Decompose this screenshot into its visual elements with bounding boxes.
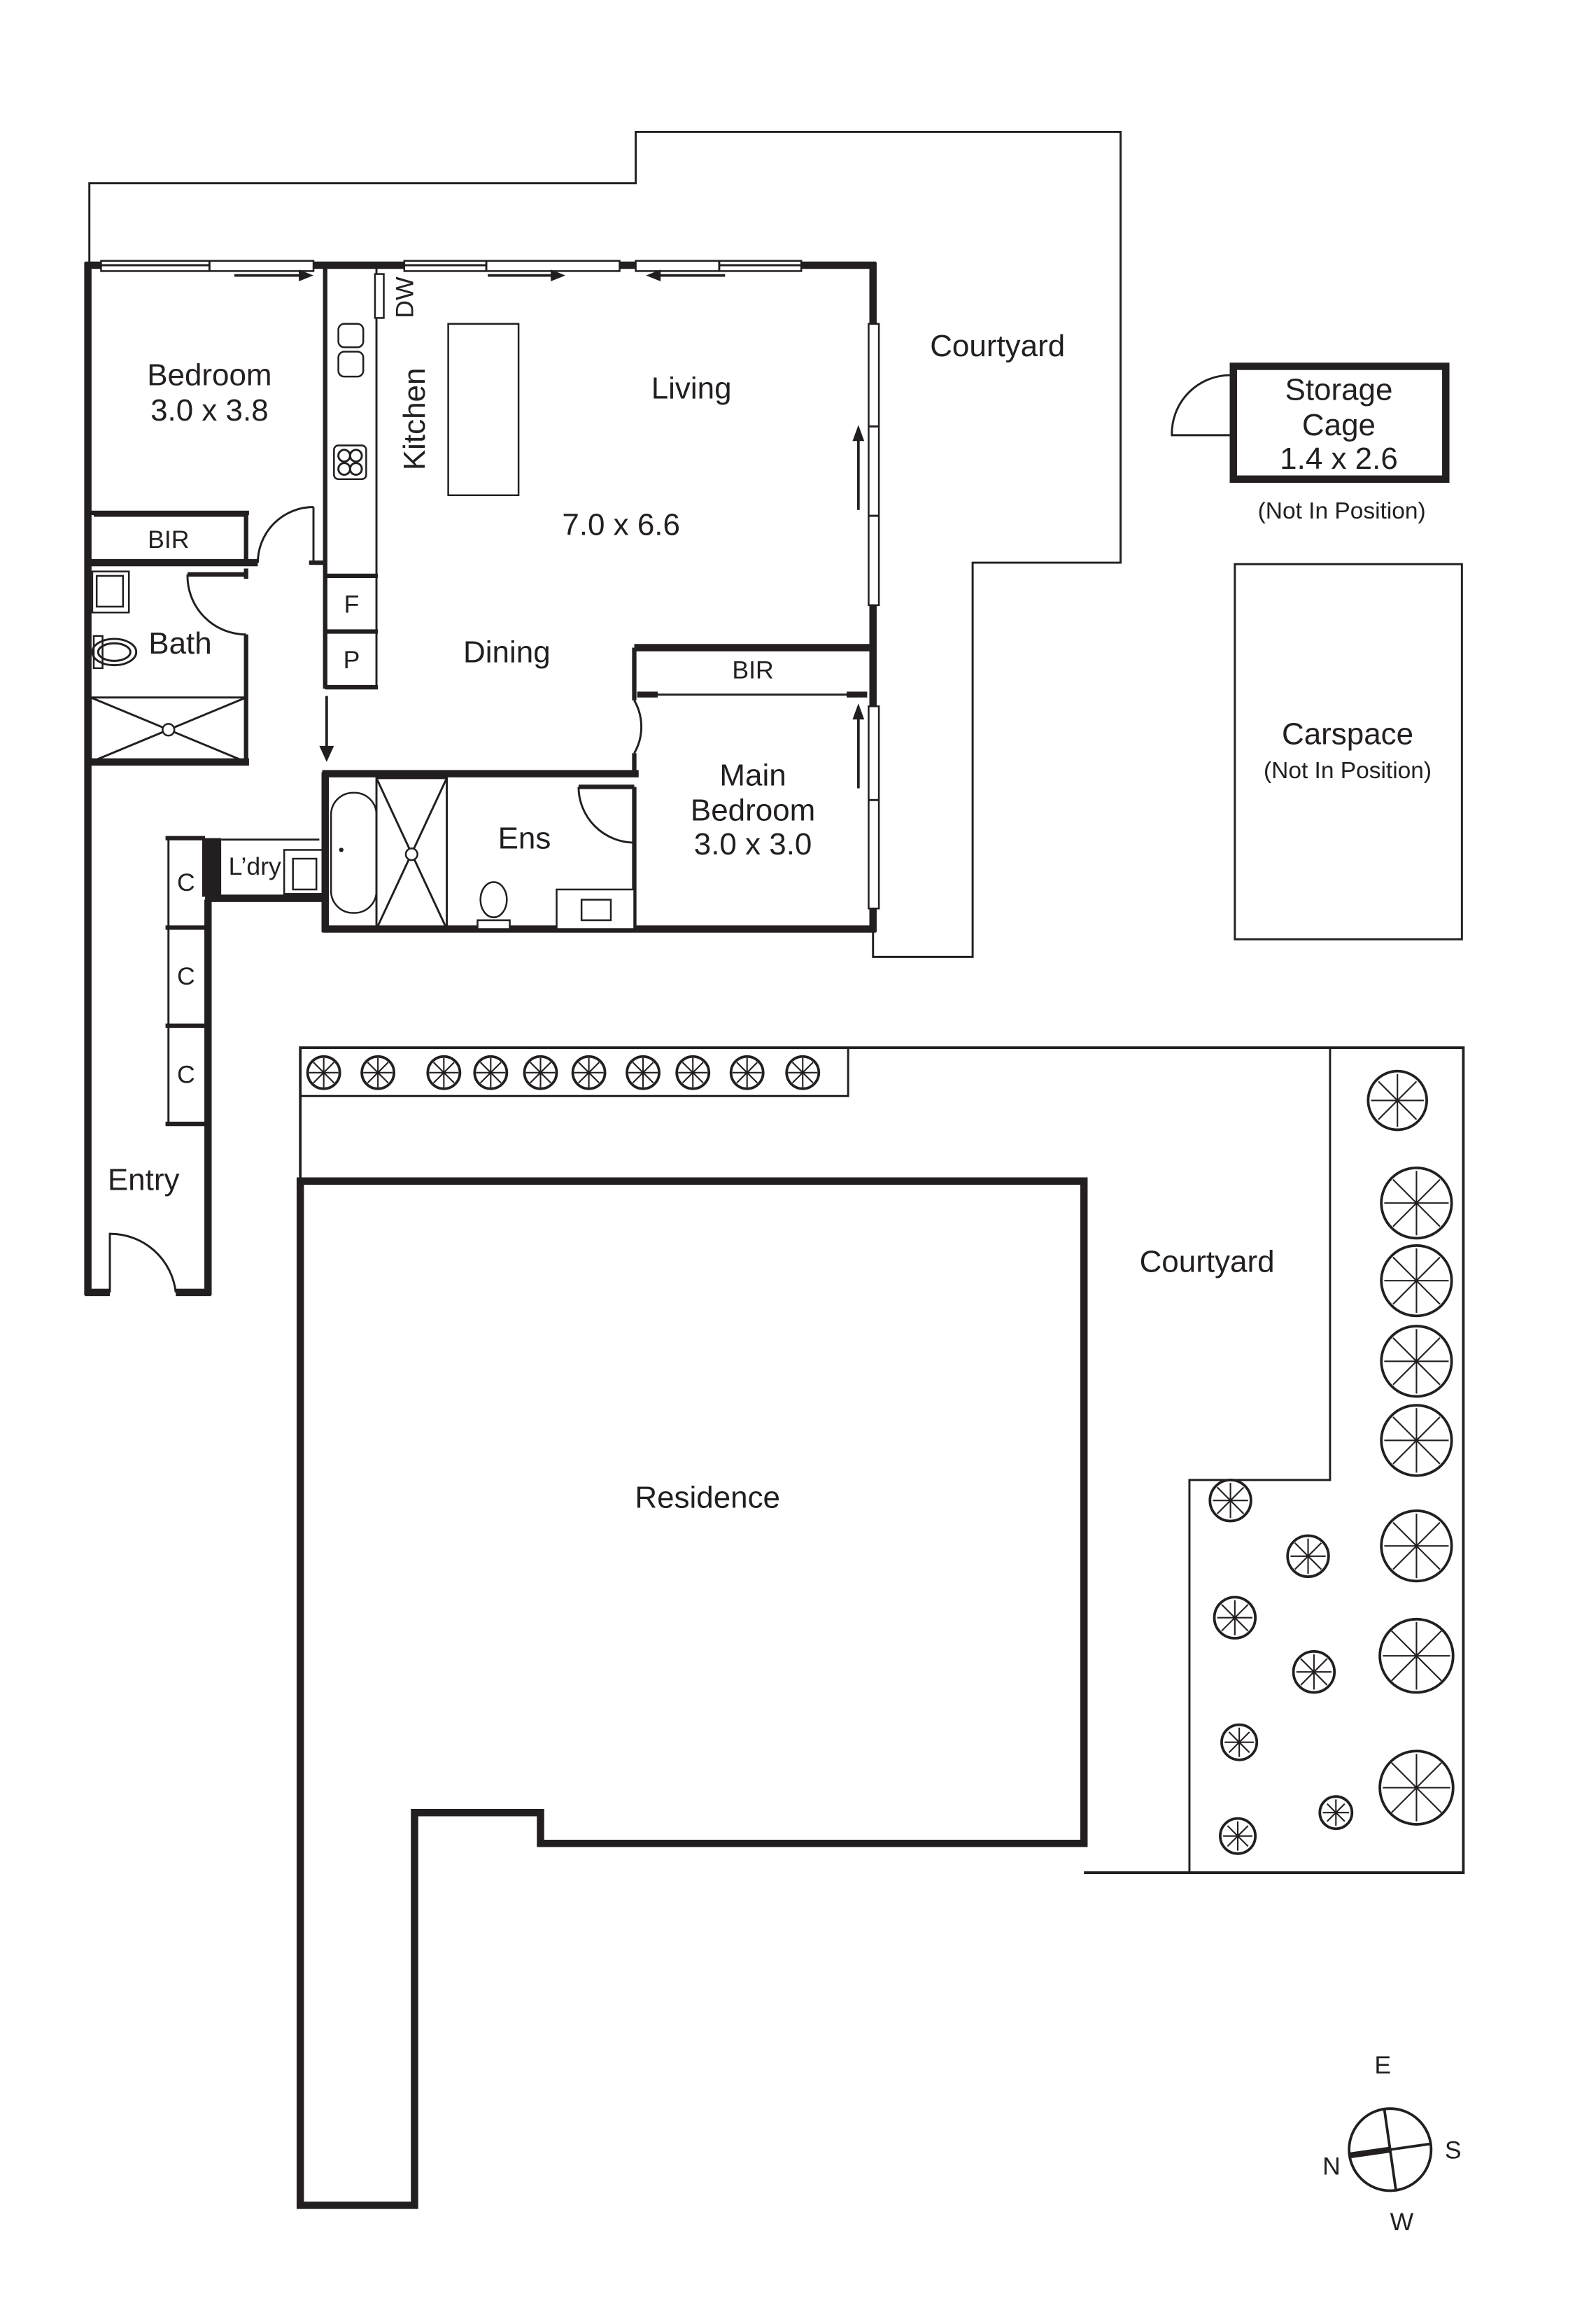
tree-icon xyxy=(306,1055,1455,1855)
dishwasher-label: DW xyxy=(390,276,418,318)
fridge-label: F xyxy=(344,590,360,618)
dishwasher-icon xyxy=(374,273,385,319)
sink-icon xyxy=(337,351,365,378)
courtyard-upper-outline xyxy=(88,130,1122,958)
compass-west: W xyxy=(1390,2208,1414,2236)
main-bedroom-label-2: Bedroom xyxy=(691,794,815,828)
bath-label: Bath xyxy=(148,626,211,661)
compass-icon: E S N W xyxy=(1322,2051,1461,2236)
toilet-icon xyxy=(479,881,508,919)
bedroom-bir-label: BIR xyxy=(148,526,189,554)
dining-label: Dining xyxy=(463,635,551,669)
trees xyxy=(306,1055,1455,1855)
main-bedroom-label-1: Main xyxy=(719,758,786,792)
carspace xyxy=(1234,563,1463,941)
room-labels: Bedroom 3.0 x 3.8 BIR Bath Kitchen DW F … xyxy=(108,276,1432,1515)
compass-north: N xyxy=(1322,2152,1341,2180)
main-bedroom-size: 3.0 x 3.0 xyxy=(694,827,812,861)
residence-label: Residence xyxy=(635,1481,780,1515)
living-label: Living xyxy=(651,372,732,406)
residence xyxy=(296,1177,1088,2209)
shower-icon xyxy=(375,777,448,931)
storage-cage-label-2: Cage xyxy=(1302,408,1376,442)
bedroom-label: Bedroom xyxy=(147,358,271,393)
carspace-label: Carspace xyxy=(1282,717,1413,752)
storage-cage-size: 1.4 x 2.6 xyxy=(1280,442,1398,476)
pantry-label: P xyxy=(344,646,360,674)
shower-icon xyxy=(90,696,248,763)
windows xyxy=(100,260,880,910)
cupboard-label: C xyxy=(177,1060,195,1088)
toilet-icon xyxy=(91,638,138,667)
courtyard-lower-label: Courtyard xyxy=(1140,1245,1275,1279)
sink-icon xyxy=(337,323,365,348)
laundry-label: L’dry xyxy=(229,852,281,880)
doors xyxy=(108,374,1231,1293)
cupboard-label: C xyxy=(177,962,195,990)
main-bir-label: BIR xyxy=(732,656,773,684)
living-size: 7.0 x 6.6 xyxy=(562,507,680,542)
compass-east: E xyxy=(1374,2051,1391,2079)
storage-cage-note: (Not In Position) xyxy=(1258,498,1426,524)
entry-label: Entry xyxy=(108,1162,180,1197)
carspace-note: (Not In Position) xyxy=(1264,758,1432,784)
cupboard-label: C xyxy=(177,868,195,896)
kitchen-label: Kitchen xyxy=(397,368,432,471)
compass-south: S xyxy=(1445,2136,1462,2164)
kitchen-island xyxy=(447,323,520,497)
courtyard-upper-label: Courtyard xyxy=(930,329,1065,363)
ensuite-label: Ens xyxy=(498,821,551,855)
storage-cage xyxy=(1229,362,1450,483)
lower-site-outline xyxy=(299,1046,1465,1874)
fixtures xyxy=(90,273,635,931)
bathtub-icon xyxy=(330,791,378,914)
bedroom-size: 3.0 x 3.8 xyxy=(150,393,269,428)
storage-cage-label-1: Storage xyxy=(1285,373,1393,407)
cooktop-icon xyxy=(333,444,367,480)
